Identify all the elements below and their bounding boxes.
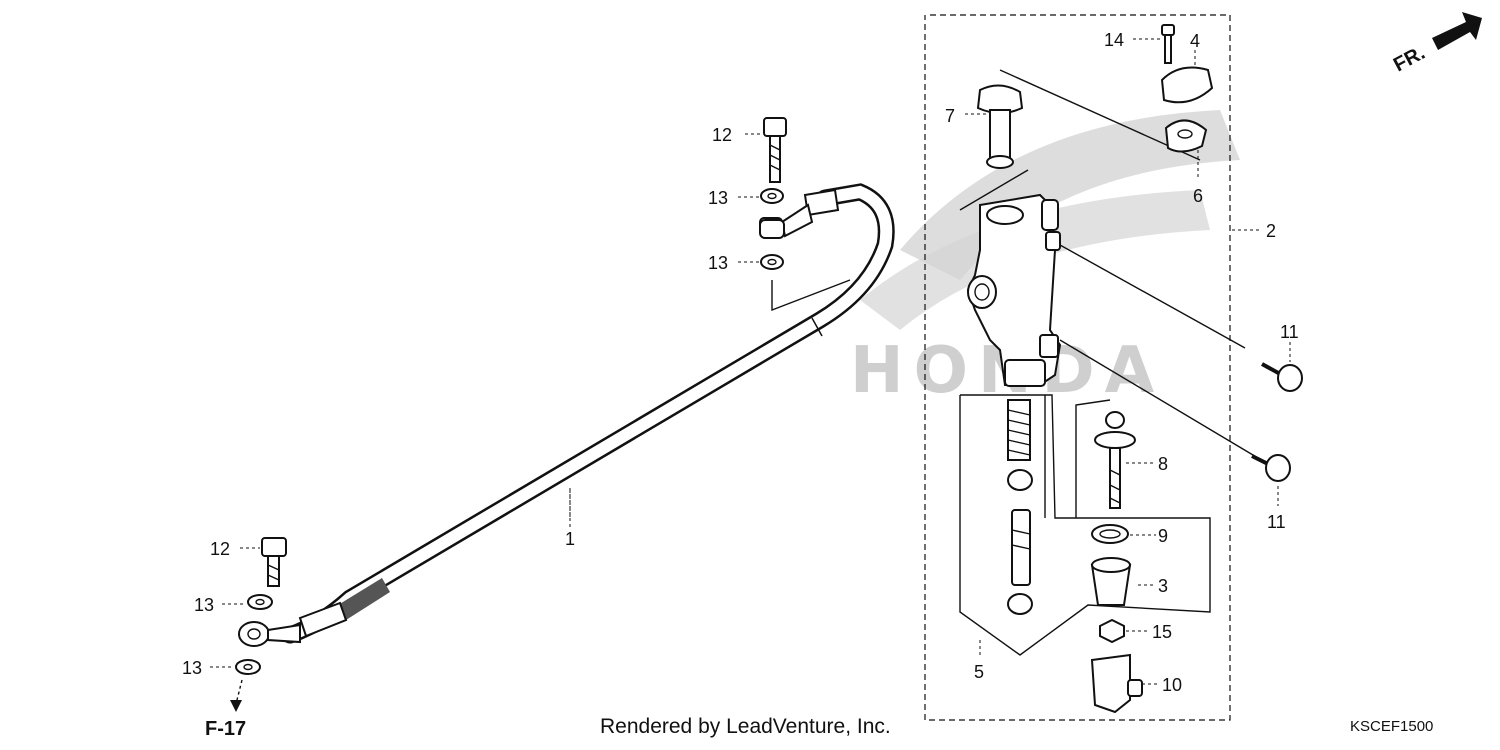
- reference-label: F-17: [205, 718, 246, 740]
- callout-13-lower-a: 13: [194, 595, 214, 615]
- callout-11-lower: 11: [1267, 512, 1286, 532]
- callout-13-upper-b: 13: [708, 253, 728, 273]
- callout-11-upper: 11: [1280, 322, 1299, 342]
- lower-fasteners: [230, 537, 287, 712]
- callout-2: 2: [1266, 221, 1276, 241]
- callout-12-lower: 12: [210, 539, 230, 559]
- brake-hose: [238, 183, 895, 647]
- assembly-box: [924, 14, 1231, 721]
- diagram-code: KSCEF1500: [1350, 718, 1433, 735]
- mounting-bolts: [1059, 244, 1303, 482]
- callout-labels: 1 2 3 4 5 6 7 8 9 10 11 11 12 12 13 13 1…: [182, 30, 1299, 695]
- callout-10: 10: [1162, 675, 1182, 695]
- lower-parts: [1090, 524, 1143, 714]
- callout-13-lower-b: 13: [182, 658, 202, 678]
- upper-fasteners: [759, 117, 851, 312]
- callout-15: 15: [1152, 622, 1172, 642]
- piston-set: [959, 394, 1211, 656]
- callout-8: 8: [1158, 454, 1168, 474]
- callout-6: 6: [1193, 186, 1203, 206]
- callout-3: 3: [1158, 576, 1168, 596]
- callout-4: 4: [1190, 31, 1200, 51]
- callout-7: 7: [945, 106, 955, 126]
- callout-9: 9: [1158, 526, 1168, 546]
- direction-label: FR.: [1390, 42, 1429, 77]
- callout-1: 1: [565, 529, 575, 549]
- callout-12-upper: 12: [712, 125, 732, 145]
- cap-assembly: [1160, 24, 1214, 153]
- callout-14: 14: [1104, 30, 1124, 50]
- credit-text: Rendered by LeadVenture, Inc.: [600, 715, 891, 738]
- master-cylinder-body: [966, 193, 1062, 387]
- hose-joint: [959, 69, 1201, 211]
- leader-lines: [210, 38, 1291, 685]
- callout-13-upper-a: 13: [708, 188, 728, 208]
- front-direction-arrow: FR.: [1390, 12, 1482, 76]
- pushrod: [1094, 411, 1136, 509]
- callout-5: 5: [974, 662, 984, 682]
